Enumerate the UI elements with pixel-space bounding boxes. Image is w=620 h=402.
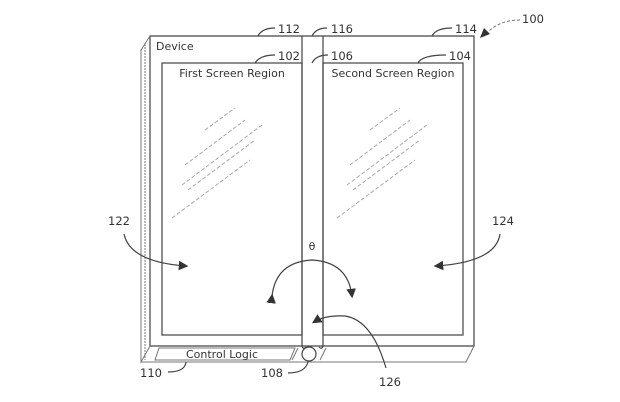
device-housing bbox=[140, 35, 475, 364]
first-region-label: First Screen Region bbox=[179, 67, 285, 80]
ref-104: 104 bbox=[449, 49, 471, 63]
ref-126: 126 bbox=[379, 375, 401, 389]
device-label: Device bbox=[156, 40, 194, 53]
first-screen-region bbox=[161, 62, 303, 336]
hinge bbox=[301, 36, 324, 349]
leader-lines bbox=[123, 19, 521, 374]
ref-116: 116 bbox=[331, 22, 353, 36]
hinge-sensor bbox=[301, 346, 317, 362]
angle-theta: θ bbox=[309, 240, 316, 253]
ref-106: 106 bbox=[331, 49, 353, 63]
second-region-label: Second Screen Region bbox=[332, 67, 455, 80]
control-logic-block bbox=[154, 347, 296, 361]
ref-124: 124 bbox=[492, 214, 514, 228]
rotation-arrow bbox=[266, 259, 356, 304]
ref-114: 114 bbox=[455, 22, 477, 36]
ref-112: 112 bbox=[278, 22, 300, 36]
ref-110: 110 bbox=[140, 366, 162, 380]
ref-102: 102 bbox=[278, 49, 300, 63]
control-logic-label: Control Logic bbox=[186, 348, 258, 361]
second-screen-region bbox=[322, 62, 464, 336]
screen-glare-lines bbox=[171, 107, 428, 219]
ref-108: 108 bbox=[261, 366, 283, 380]
ref-100: 100 bbox=[522, 12, 544, 26]
ref-122: 122 bbox=[108, 214, 130, 228]
